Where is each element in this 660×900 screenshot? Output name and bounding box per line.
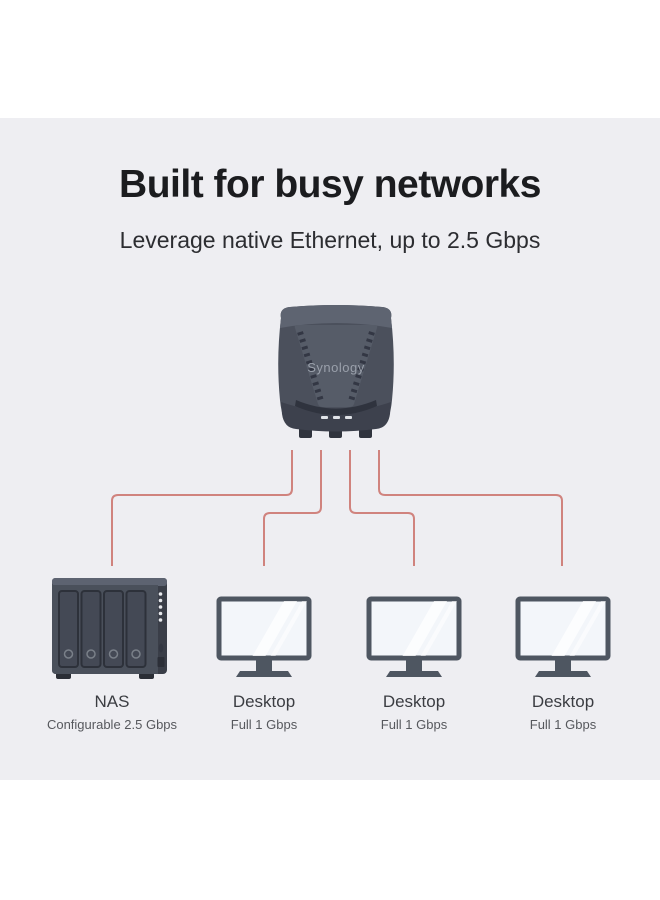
nas-status-leds xyxy=(158,592,163,622)
connection-line-nas xyxy=(111,450,293,566)
device-speed: Full 1 Gbps xyxy=(529,717,597,732)
page-subtitle: Leverage native Ethernet, up to 2.5 Gbps xyxy=(119,227,541,253)
device-label-desktop-1: Desktop Full 1 Gbps xyxy=(169,692,359,733)
page-title: Built for busy networks xyxy=(119,163,541,206)
device-label-desktop-3: Desktop Full 1 Gbps xyxy=(468,692,658,733)
device-name: Desktop xyxy=(382,692,446,711)
device-speed: Configurable 2.5 Gbps xyxy=(46,717,178,732)
device-name: NAS xyxy=(94,692,130,711)
connection-line-desktop-2 xyxy=(349,450,415,566)
connection-lines xyxy=(111,450,563,566)
router-icon: Synology xyxy=(278,305,394,438)
desktop-icon-1 xyxy=(219,599,309,677)
device-name: Desktop xyxy=(531,692,595,711)
router-brand-logo: Synology xyxy=(307,360,364,375)
nas-icon xyxy=(52,578,167,679)
connection-line-desktop-1 xyxy=(263,450,322,566)
device-speed: Full 1 Gbps xyxy=(230,717,298,732)
device-label-nas: NAS Configurable 2.5 Gbps xyxy=(17,692,207,733)
router-status-leds xyxy=(321,416,352,419)
desktop-icon-2 xyxy=(369,599,459,677)
device-speed: Full 1 Gbps xyxy=(380,717,448,732)
device-name: Desktop xyxy=(232,692,296,711)
connection-line-desktop-3 xyxy=(378,450,563,566)
desktop-icon-3 xyxy=(518,599,608,677)
device-label-desktop-2: Desktop Full 1 Gbps xyxy=(319,692,509,733)
